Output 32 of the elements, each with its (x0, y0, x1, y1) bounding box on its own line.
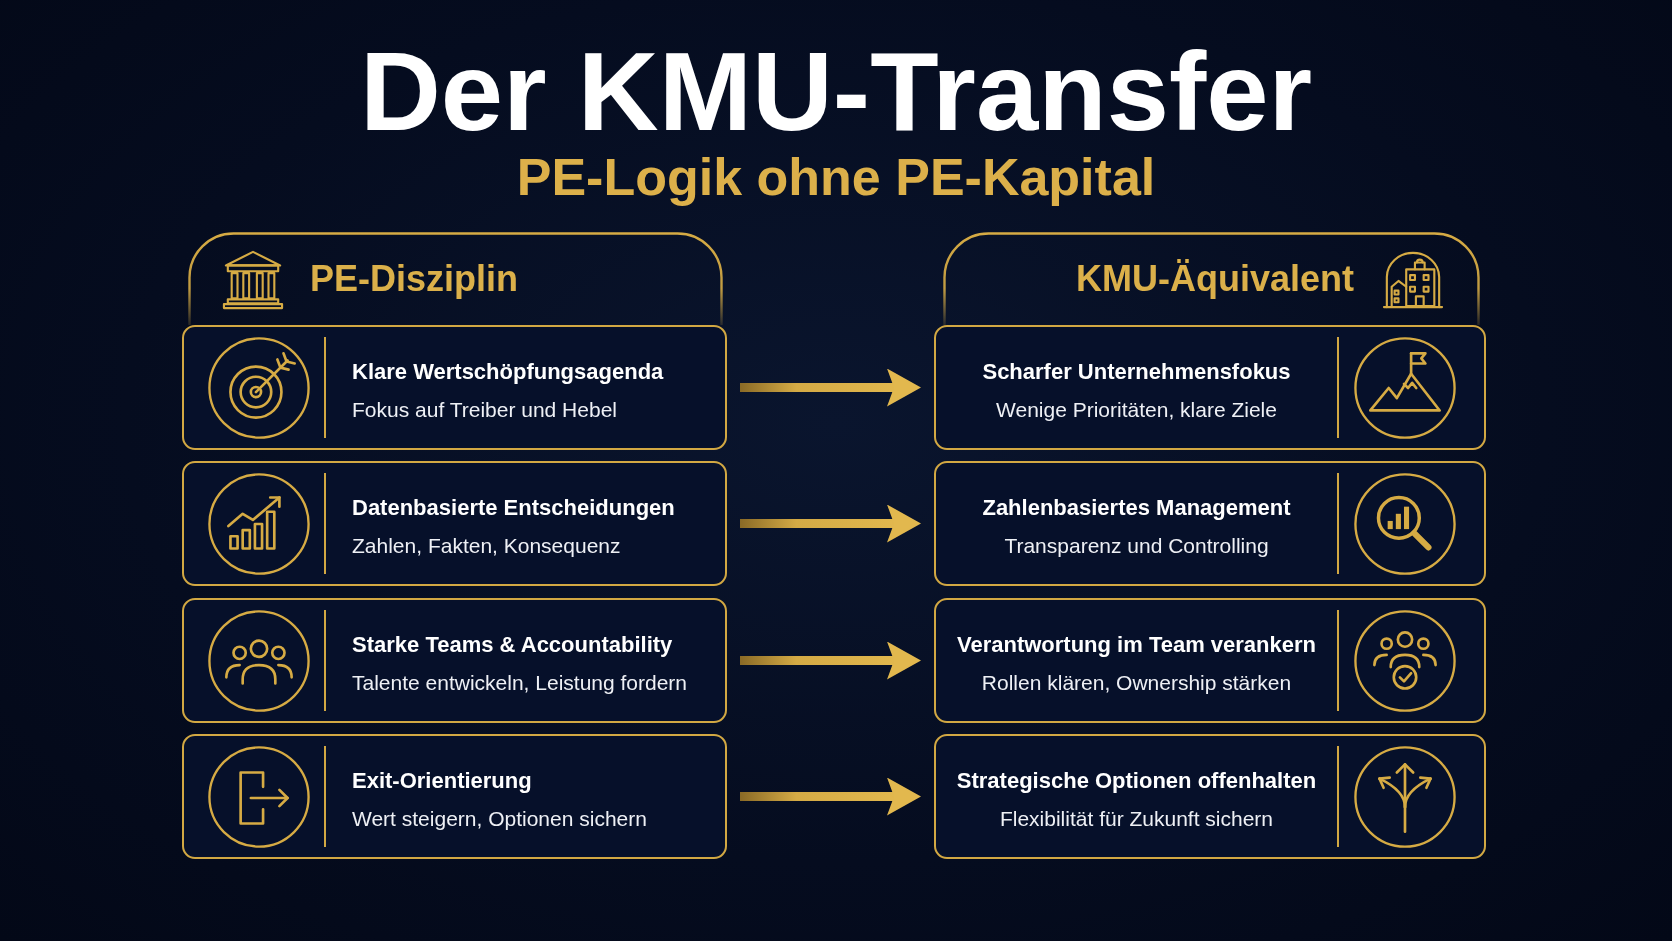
column-header-tab (943, 232, 1480, 325)
card-subtitle: Talente entwickeln, Leistung fordern (352, 669, 688, 696)
arrow (740, 641, 921, 680)
card-title: Zahlenbasiertes Management (982, 493, 1291, 522)
card-subtitle: Zahlen, Fakten, Konsequenz (352, 532, 621, 559)
arrow (740, 504, 921, 543)
arrow (740, 777, 921, 816)
list-card (934, 598, 1486, 723)
arrow (740, 368, 921, 407)
card-subtitle: Fokus auf Treiber und Hebel (352, 396, 617, 423)
column-header-tab (188, 232, 723, 325)
card-subtitle: Flexibilität für Zukunft sichern (999, 805, 1274, 832)
list-card (182, 598, 727, 723)
list-card (934, 734, 1486, 859)
column-heading: KMU-Äquivalent (1076, 256, 1354, 301)
list-card (182, 325, 727, 450)
list-card (182, 461, 727, 586)
list-card (934, 325, 1486, 450)
list-card (934, 461, 1486, 586)
card-subtitle: Wert steigern, Optionen sichern (352, 805, 647, 832)
column-heading: PE-Disziplin (310, 256, 519, 301)
card-title: Starke Teams & Accountability (352, 630, 673, 659)
list-card (182, 734, 727, 859)
card-subtitle: Wenige Prioritäten, klare Ziele (996, 396, 1277, 423)
card-title: Klare Wertschöpfungsagenda (352, 357, 664, 386)
card-title: Verantwortung im Team verankern (956, 630, 1316, 659)
card-title: Exit-Orientierung (352, 766, 532, 795)
card-subtitle: Rollen klären, Ownership stärken (981, 669, 1292, 696)
card-title: Scharfer Unternehmensfokus (982, 357, 1291, 386)
card-title: Strategische Optionen offenhalten (956, 766, 1317, 795)
card-subtitle: Transparenz und Controlling (1004, 532, 1269, 559)
card-title: Datenbasierte Entscheidungen (352, 493, 675, 522)
